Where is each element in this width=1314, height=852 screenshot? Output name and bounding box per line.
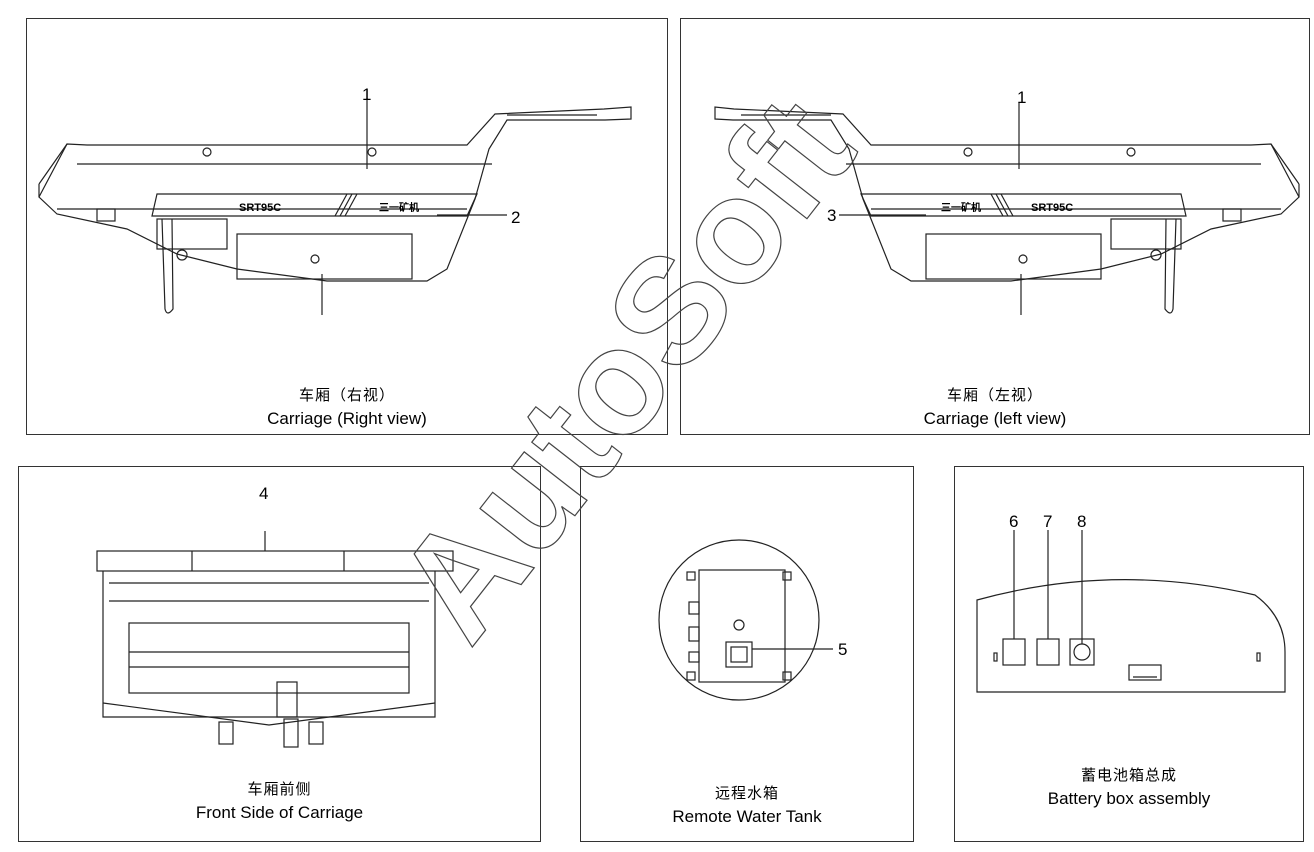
caption-zh: 车厢（左视） xyxy=(946,386,1043,404)
caption-en: Carriage (Right view) xyxy=(267,409,427,428)
water-tank-drawing: 5 xyxy=(658,539,847,701)
caption-front-side: 车厢前侧 Front Side of Carriage xyxy=(19,777,540,825)
decal-model-text: SRT95C xyxy=(239,202,281,214)
panel-front-side: 4 车厢前侧 Front Side of Carriage xyxy=(18,466,541,842)
caption-en: Front Side of Carriage xyxy=(195,803,364,822)
caption-right-view: 车厢（右视） Carriage (Right view) xyxy=(27,383,667,431)
caption-zh: 车厢前侧 xyxy=(247,780,312,798)
callout-7: 7 xyxy=(1043,512,1052,531)
callout-3: 3 xyxy=(827,206,836,225)
caption-left-view: 车厢（左视） Carriage (left view) xyxy=(681,383,1309,431)
caption-zh: 蓄电池箱总成 xyxy=(1080,766,1177,784)
panel-carriage-right-view: SRT95C 三一矿机 1 2 车厢（右视） Carriage (Right v… xyxy=(26,18,668,435)
caption-water-tank: 远程水箱 Remote Water Tank xyxy=(581,781,913,829)
panel-battery-box: 6 7 8 蓄电池箱总成 Battery box assembly xyxy=(954,466,1304,842)
carriage-right-view-drawing: SRT95C 三一矿机 1 2 xyxy=(38,85,632,315)
decal-model-text-left: SRT95C xyxy=(1031,202,1073,214)
battery-box-drawing: 6 7 8 xyxy=(976,512,1286,693)
panel-carriage-left-view: 三一矿机 SRT95C 1 3 车厢（左视） Carriage (left vi… xyxy=(680,18,1310,435)
front-side-drawing: 4 xyxy=(96,484,454,748)
caption-en: Battery box assembly xyxy=(1047,789,1211,808)
carriage-left-view-drawing: 三一矿机 SRT95C 1 3 xyxy=(714,88,1300,315)
decal-brand-text-left: 三一矿机 xyxy=(941,201,981,214)
callout-4: 4 xyxy=(259,484,268,503)
caption-battery-box: 蓄电池箱总成 Battery box assembly xyxy=(955,763,1303,811)
callout-8: 8 xyxy=(1077,512,1086,531)
callout-1-right: 1 xyxy=(362,85,371,104)
callout-1-left: 1 xyxy=(1017,88,1026,107)
caption-zh: 车厢（右视） xyxy=(298,386,395,404)
caption-en: Remote Water Tank xyxy=(672,807,822,826)
caption-en: Carriage (left view) xyxy=(923,409,1067,428)
callout-5: 5 xyxy=(838,640,847,659)
panel-water-tank: 5 远程水箱 Remote Water Tank xyxy=(580,466,914,842)
callout-6: 6 xyxy=(1009,512,1018,531)
callout-2: 2 xyxy=(511,208,520,227)
decal-brand-text: 三一矿机 xyxy=(379,201,419,214)
caption-zh: 远程水箱 xyxy=(714,784,779,802)
